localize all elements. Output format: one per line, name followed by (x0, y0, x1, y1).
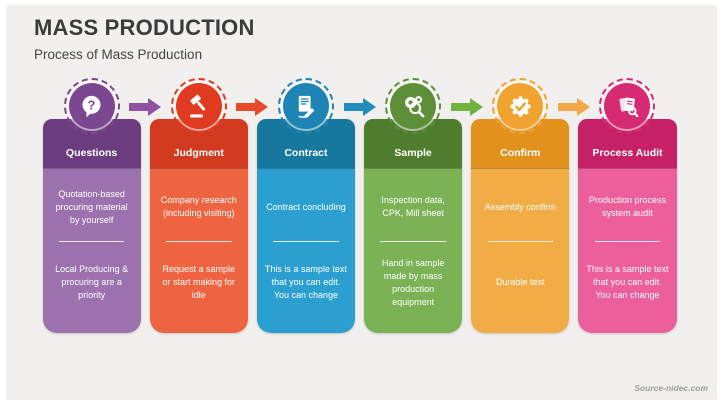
step-title: Process Audit (592, 147, 663, 159)
step-title: Contract (284, 147, 328, 159)
process-step-sample: Sample Inspection data, CPK, Mill sheet … (364, 78, 463, 333)
gavel-icon (190, 94, 206, 118)
step-text: Quotation-based procuring material by yo… (55, 188, 128, 225)
question-bubble-icon: ? (82, 95, 101, 117)
step-title: Sample (394, 147, 432, 159)
step-text: Contract concluding (266, 201, 346, 212)
step-card: Contract Contract concluding This is a s… (256, 119, 356, 333)
step-body: Inspection data, CPK, Mill sheet Hand in… (364, 168, 463, 333)
divider (58, 240, 125, 242)
slide: MASS PRODUCTION Process of Mass Producti… (6, 5, 717, 400)
dashed-ring (385, 78, 442, 134)
process-step-process-audit: Process Audit Production process system … (578, 78, 677, 333)
process-diagram: ? Questions Quotation-based procuring ma… (38, 78, 681, 333)
process-step-contract: Contract Contract concluding This is a s… (256, 78, 356, 333)
process-step-questions: ? Questions Quotation-based procuring ma… (42, 78, 141, 333)
step-icon-circle (282, 83, 329, 129)
step-icon-circle: ? (68, 83, 115, 129)
step-card: Process Audit Production process system … (578, 119, 677, 333)
check-badge-icon (510, 95, 531, 117)
step-text: Durable test (496, 277, 545, 288)
step-card: Confirm Assembly confirm Durable test (471, 119, 570, 333)
contract-signing-icon (299, 95, 315, 118)
step-text: This is a sample text that you can edit.… (586, 264, 669, 301)
divider (380, 240, 446, 242)
process-step-judgment: Judgment Company research (including vis… (149, 78, 248, 333)
step-text: This is a sample text that you can edit.… (264, 264, 347, 301)
step-text: Local Producing & procuring are a priori… (55, 264, 129, 301)
dashed-ring (170, 78, 227, 134)
step-text: Production process system audit (588, 195, 666, 219)
dashed-ring (492, 78, 549, 134)
process-step-confirm: Confirm Assembly confirm Durable test (471, 78, 570, 333)
step-text: Request a sample or start making for idl… (162, 264, 236, 301)
step-icon-circle (390, 83, 437, 129)
step-header: Questions (42, 119, 141, 168)
right-arrow-icon (343, 98, 376, 116)
divider (273, 240, 339, 242)
step-icon-circle (497, 83, 544, 129)
page-subtitle: Process of Mass Production (34, 47, 203, 62)
inspection-gears-icon (404, 95, 425, 117)
step-body: Assembly confirm Durable test (471, 168, 570, 333)
step-title: Confirm (500, 147, 541, 159)
step-text: Company research (including visiting) (160, 195, 237, 219)
document-audit-icon (619, 97, 639, 117)
step-text: Inspection data, CPK, Mill sheet (381, 195, 445, 219)
dashed-ring: ? (63, 78, 120, 134)
title-block: MASS PRODUCTION Process of Mass Producti… (6, 5, 717, 62)
step-card: Sample Inspection data, CPK, Mill sheet … (364, 119, 463, 333)
step-title: Questions (65, 147, 118, 159)
right-arrow-icon (557, 98, 590, 116)
divider (487, 240, 554, 242)
step-body: Quotation-based procuring material by yo… (42, 168, 141, 333)
source-watermark: Source-nidec.com (634, 383, 708, 393)
step-title: Judgment (173, 147, 224, 159)
step-text: Hand in sample made by mass production e… (381, 257, 445, 307)
step-icon-circle (175, 83, 222, 129)
step-card: Questions Quotation-based procuring mate… (42, 119, 141, 333)
right-arrow-icon (450, 98, 483, 116)
right-arrow-icon (236, 98, 269, 116)
right-arrow-icon (129, 98, 162, 116)
step-body: Production process system audit This is … (578, 168, 677, 333)
step-header: Judgment (149, 119, 248, 168)
step-card: Judgment Company research (including vis… (149, 119, 248, 333)
step-icon-circle (604, 83, 651, 129)
page-title: MASS PRODUCTION (34, 15, 255, 40)
dashed-ring (277, 78, 334, 134)
svg-text:?: ? (88, 97, 96, 112)
step-body: Contract concluding This is a sample tex… (256, 168, 356, 333)
divider (166, 240, 232, 242)
step-text: Assembly confirm (484, 201, 556, 212)
dashed-ring (599, 78, 656, 134)
divider (594, 240, 661, 242)
step-body: Company research (including visiting) Re… (149, 168, 248, 333)
